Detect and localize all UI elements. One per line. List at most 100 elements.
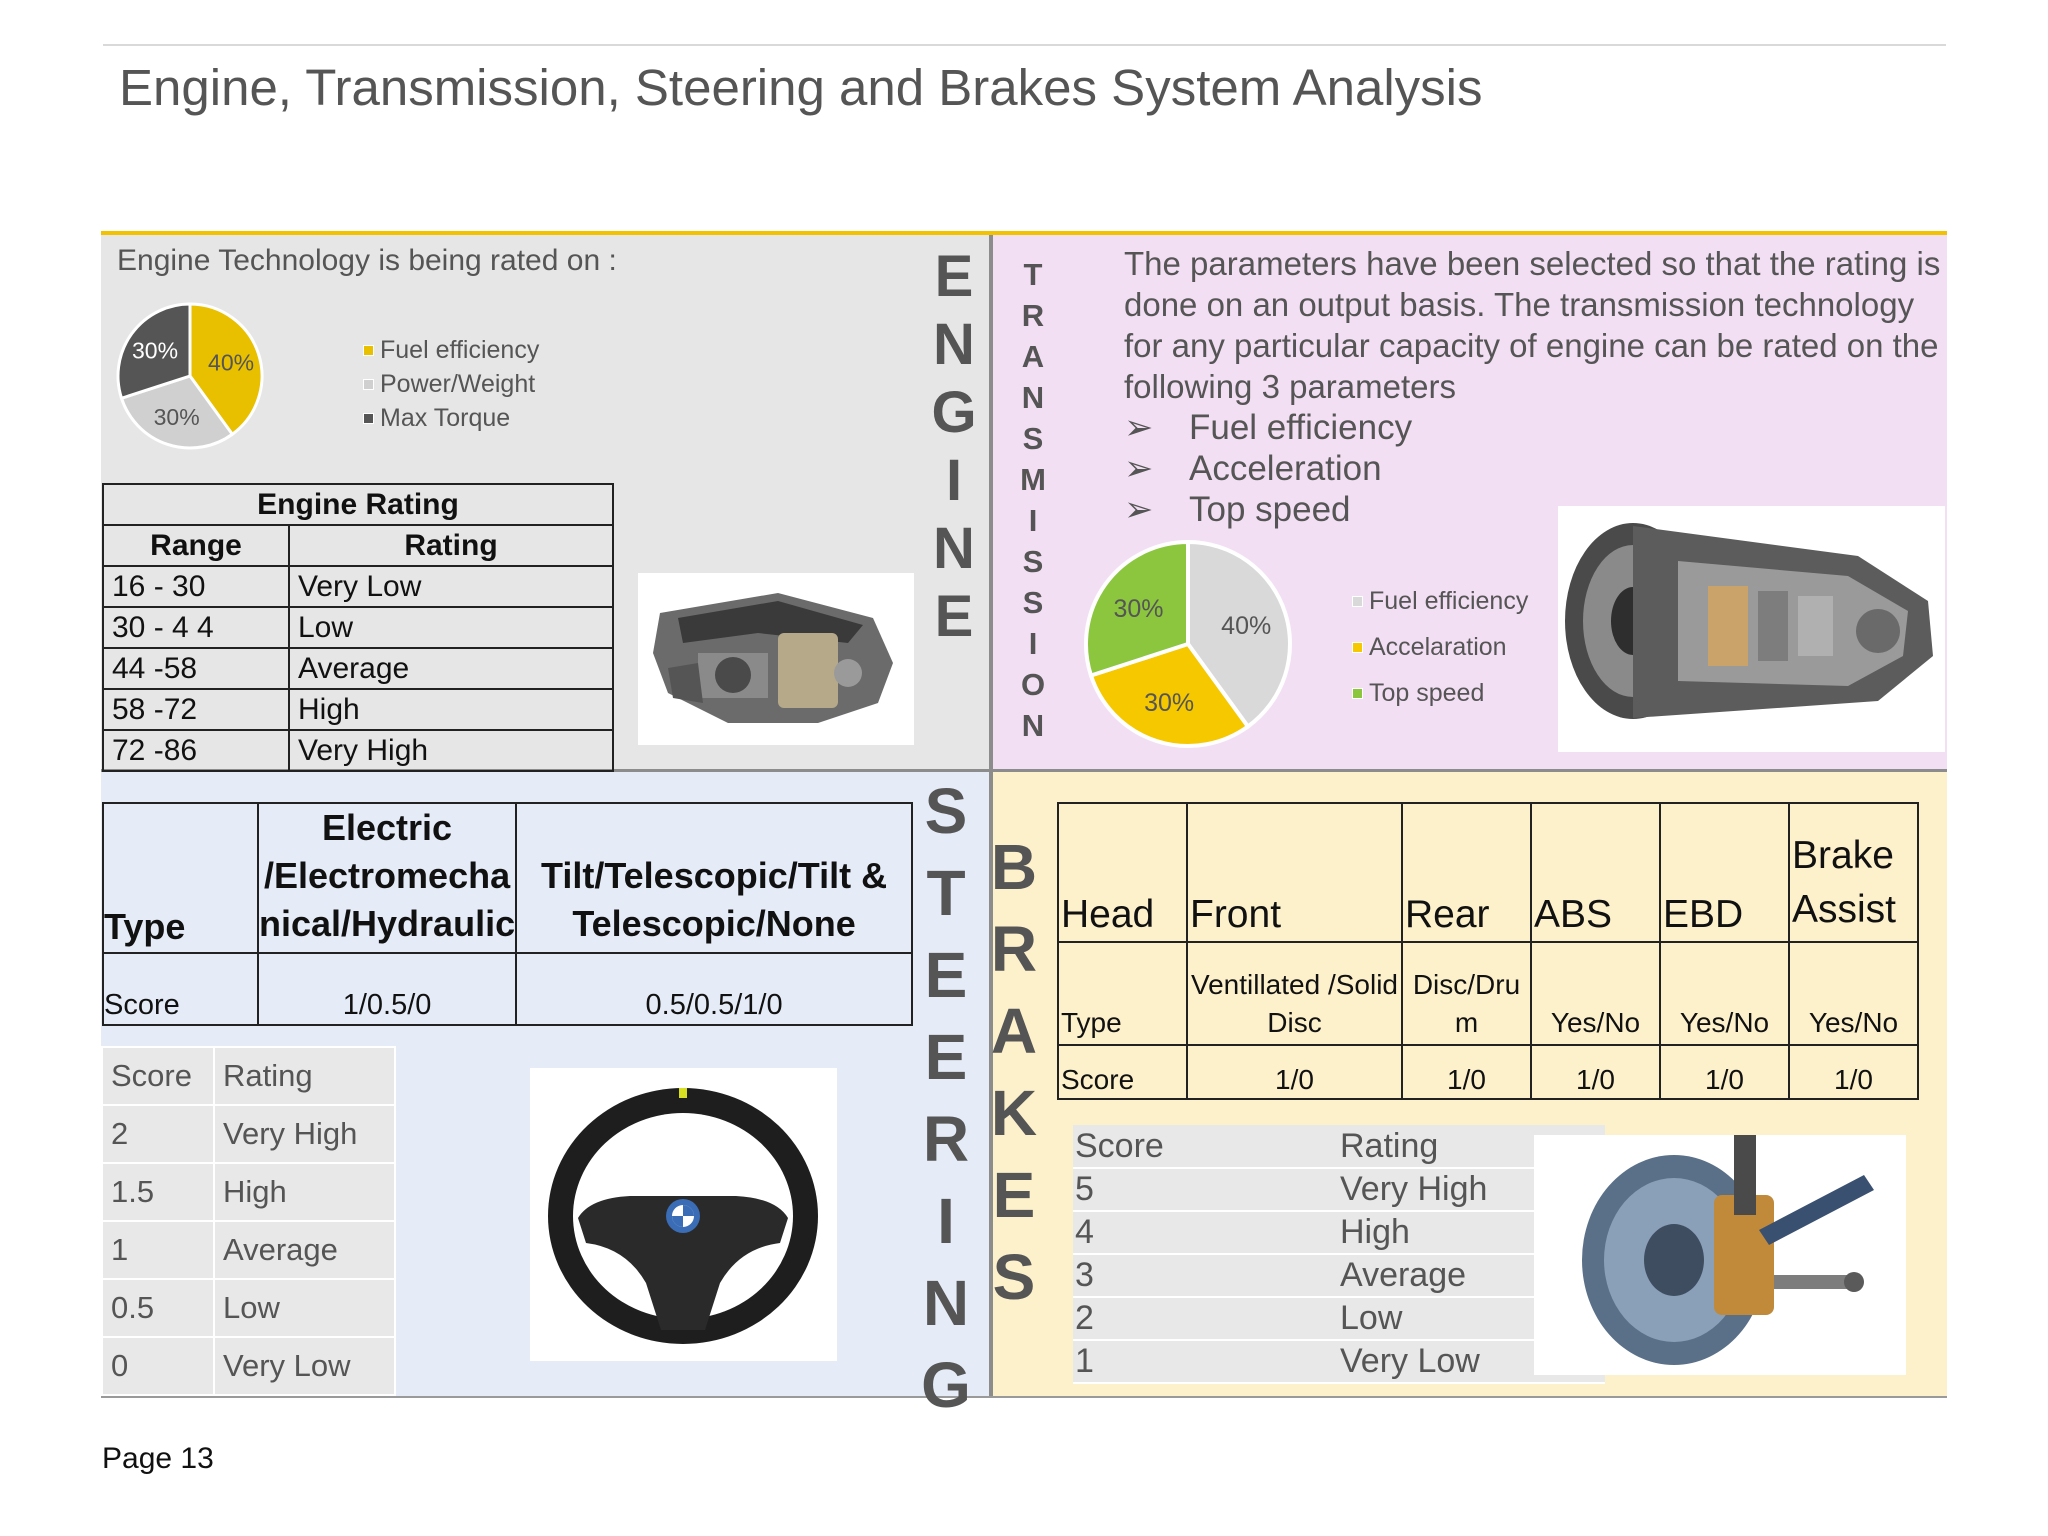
horizontal-divider (101, 769, 1947, 772)
range-cell: 16 - 30 (102, 565, 290, 608)
transmission-letter: N (1021, 380, 1045, 415)
engine-intro-text: Engine Technology is being rated on : (117, 244, 617, 277)
score-label-cell: Score (1057, 1044, 1188, 1100)
score-cell: 1/0 (1788, 1044, 1919, 1100)
score-cell: 3 (1073, 1254, 1338, 1298)
transmission-vertical-label: T R A N S M I S S I O N (1016, 254, 1050, 746)
rating-header: Rating (213, 1046, 396, 1106)
rating-header: Rating (288, 524, 614, 567)
table-header-row: Type Electric /Electromecha nical/Hydrau… (102, 802, 913, 954)
legend-label: Fuel efficiency (380, 335, 540, 364)
rating-cell: Very High (288, 729, 614, 772)
engine-letter: E (934, 584, 974, 649)
table-header-row: Score Rating (101, 1046, 396, 1106)
brakes-letter: A (990, 995, 1038, 1067)
steering-vertical-label: S T E E R I N G (916, 770, 976, 1426)
transmission-letter: S (1022, 421, 1044, 456)
steering-letter: T (926, 857, 966, 929)
pie-slice-max-torque (116, 302, 192, 401)
page-number: Page 13 (102, 1442, 214, 1475)
transmission-letter: I (1028, 626, 1038, 661)
engine-letter: E (934, 244, 974, 309)
rear-header: Rear (1401, 802, 1532, 943)
engine-rating-title: Engine Rating (102, 483, 614, 526)
type-header: Type (102, 802, 259, 954)
steering-letter: S (924, 775, 968, 847)
vertical-divider (989, 235, 993, 1398)
legend-item-power-weight: Power/Weight (363, 367, 539, 401)
score-cell: 5 (1073, 1168, 1338, 1212)
pie-data-label: 30% (1144, 689, 1194, 717)
page-title: Engine, Transmission, Steering and Brake… (119, 59, 1483, 116)
score-cell: 0.5 (101, 1278, 215, 1338)
legend-swatch (363, 344, 374, 356)
rating-cell: Average (213, 1220, 396, 1280)
legend-swatch (1352, 641, 1363, 653)
rating-cell: Low (288, 606, 614, 649)
table-header-row: Range Rating (102, 524, 614, 567)
legend-label: Fuel efficiency (1369, 586, 1529, 615)
arrow-bullet-icon: ➢ (1124, 408, 1154, 447)
range-cell: 44 -58 (102, 647, 290, 690)
steering-letter: I (937, 1185, 955, 1257)
table-header-row: Score Rating (1073, 1125, 1605, 1169)
pie-slice-accelaration (1088, 641, 1251, 748)
rating-cell: Average (288, 647, 614, 690)
pie-data-label: 40% (1221, 612, 1271, 640)
transmission-pie-chart: 40% 30% 30% (1084, 539, 1292, 748)
score-cell: 1/0 (1401, 1044, 1532, 1100)
engine-letter: N (933, 516, 975, 581)
engine-letter: N (933, 312, 975, 377)
power-type-header: Electric /Electromecha nical/Hydraulic (256, 802, 518, 954)
engine-legend: Fuel efficiency Power/Weight Max Torque (363, 333, 539, 435)
score-cell: 1 (1073, 1340, 1338, 1384)
front-header: Front (1186, 802, 1403, 943)
table-row: 0.5 Low (101, 1278, 396, 1338)
score-label-cell: Score (102, 952, 259, 1026)
brakes-letter: S (992, 1241, 1036, 1313)
range-cell: 72 -86 (102, 729, 290, 772)
range-cell: 30 - 4 4 (102, 606, 290, 649)
legend-label: Accelaration (1369, 632, 1507, 661)
pie-slice-fuel-efficiency (188, 302, 264, 437)
rating-cell: Low (213, 1278, 396, 1338)
list-item: ➢ Fuel efficiency (1124, 407, 1412, 448)
table-row: 1 Average (101, 1220, 396, 1280)
transmission-letter: T (1023, 257, 1043, 292)
list-item: ➢ Acceleration (1124, 448, 1412, 489)
score-header: Score (101, 1046, 215, 1106)
score-cell: 1.5 (101, 1162, 215, 1222)
pie-slice-power-weight (119, 374, 235, 450)
pie-data-label: 30% (1113, 595, 1163, 623)
range-cell: 58 -72 (102, 688, 290, 731)
score-cell: 0.5/0.5/1/0 (515, 952, 913, 1026)
steering-table: Type Electric /Electromecha nical/Hydrau… (102, 802, 913, 1026)
arrow-bullet-icon: ➢ (1124, 490, 1154, 529)
steering-wheel-photo (530, 1068, 837, 1361)
legend-item-fuel-efficiency: Fuel efficiency (1352, 578, 1528, 624)
table-row: 2 Very High (101, 1104, 396, 1164)
legend-swatch (363, 412, 374, 424)
pie-slice-top-speed (1084, 539, 1190, 679)
brakes-table: Head Front Rear ABS EBD Brake Assist Typ… (1057, 802, 1919, 1100)
engine-letter: G (931, 380, 977, 445)
rating-cell: Very Low (288, 565, 614, 608)
transmission-bullet-list: ➢ Fuel efficiency ➢ Acceleration ➢ Top s… (1124, 407, 1412, 530)
legend-label: Top speed (1369, 678, 1485, 707)
table-title-row: Engine Rating (102, 483, 614, 526)
transmission-photo (1558, 506, 1945, 752)
table-header-row: Head Front Rear ABS EBD Brake Assist (1057, 802, 1919, 943)
brakes-letter: E (992, 1159, 1036, 1231)
pie-data-label: 30% (132, 338, 178, 364)
transmission-letter: O (1020, 667, 1046, 702)
type-label-cell: Type (1057, 941, 1188, 1046)
head-header: Head (1057, 802, 1188, 943)
table-row: 30 - 4 4 Low (102, 606, 614, 649)
score-cell: 2 (1073, 1297, 1338, 1341)
steering-letter: G (921, 1349, 971, 1421)
brakes-letter: B (990, 831, 1038, 903)
legend-item-max-torque: Max Torque (363, 401, 539, 435)
engine-rating-table: Engine Rating Range Rating 16 - 30 Very … (102, 483, 614, 772)
bottom-rule (101, 1396, 1947, 1398)
list-item: ➢ Top speed (1124, 489, 1412, 530)
